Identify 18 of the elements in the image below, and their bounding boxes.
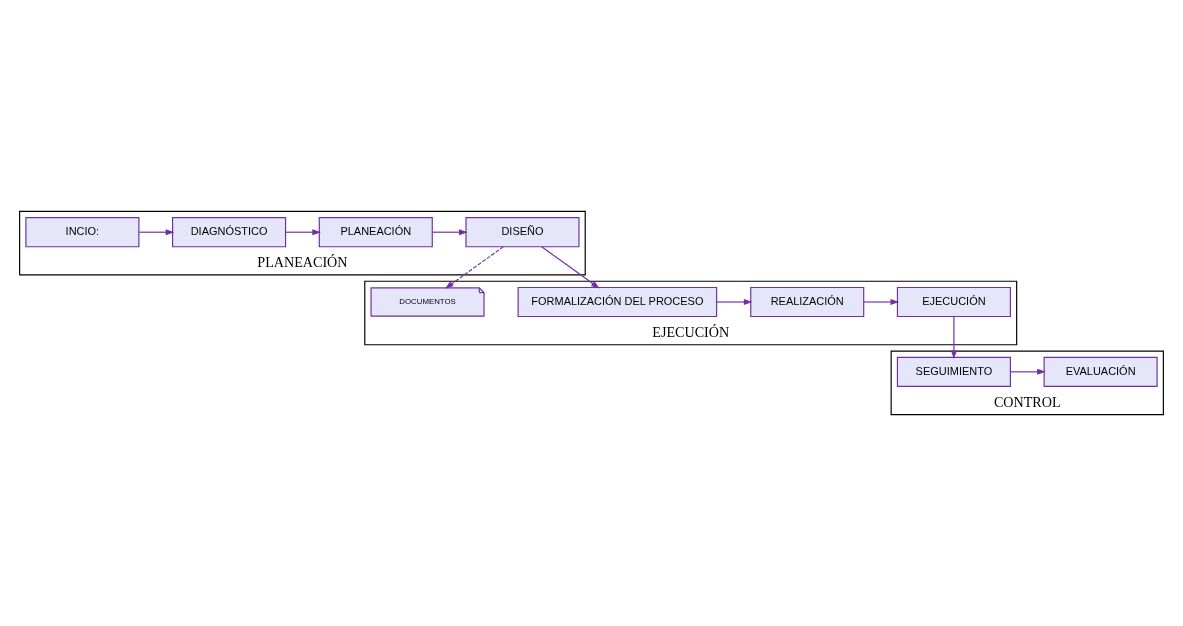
node-box: REALIZACIÓN (750, 286, 865, 318)
node-box: DIAGNÓSTICO (172, 217, 287, 248)
arrow (444, 246, 504, 289)
node-box: PLANEACIÓN (318, 217, 433, 248)
arrow (863, 299, 900, 306)
arrow (541, 246, 600, 289)
node-box: EVALUACIÓN (1043, 356, 1158, 387)
node-box: FORMALIZACIÓN DEL PROCESO (517, 286, 718, 318)
node-box: DISEÑO (465, 217, 580, 248)
arrow (1010, 368, 1046, 375)
node-box: EJECUCIÓN (896, 286, 1011, 318)
node-box: INCIO: (25, 217, 140, 248)
arrow (716, 299, 753, 306)
arrow (285, 229, 321, 236)
arrow (431, 229, 468, 236)
node-box: SEGUIMIENTO (896, 356, 1011, 387)
arrow (138, 229, 175, 236)
arrow (950, 316, 957, 360)
